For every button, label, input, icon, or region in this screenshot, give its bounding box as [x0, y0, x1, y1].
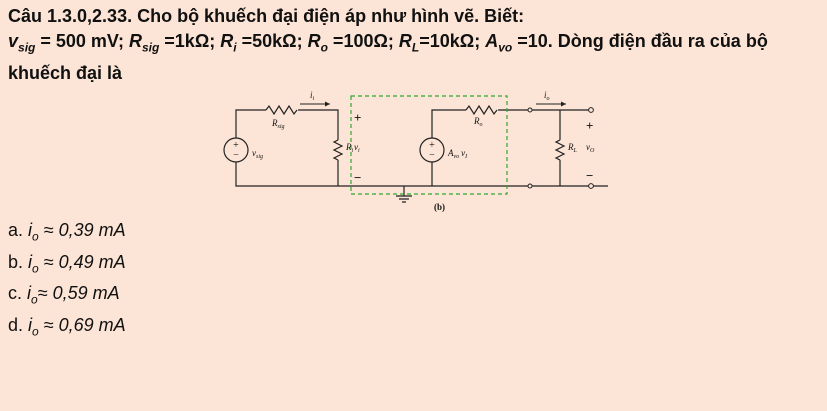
- resistor-rl: [554, 139, 566, 161]
- ground-symbol: [396, 186, 412, 203]
- source-vsig: [223, 137, 249, 163]
- svg-text:−: −: [429, 150, 435, 161]
- value-vsig: 500 mV: [55, 31, 118, 51]
- option-b[interactable]: b. io ≈ 0,49 mA: [8, 251, 126, 276]
- resistor-ro: [465, 104, 498, 116]
- wire-left-bottom: [235, 162, 608, 187]
- question-tail: . Dòng điện đầu ra của bộ khuếch đại là: [8, 31, 768, 83]
- label-v-i: vi: [354, 142, 360, 154]
- value-rl: 10kΩ: [429, 31, 475, 51]
- label-plus-input: +: [354, 110, 361, 125]
- label-r-o: Ro: [473, 116, 483, 128]
- label-v-sig: vsig: [252, 148, 263, 160]
- option-a[interactable]: a. io ≈ 0,39 mA: [8, 220, 126, 244]
- value-ro: 100Ω: [343, 31, 388, 51]
- option-d[interactable]: d. io ≈ 0,69 mA: [8, 314, 126, 339]
- svg-text:−: −: [233, 150, 239, 161]
- label-v-o: vO: [586, 142, 595, 154]
- figure-caption: (b): [434, 202, 445, 212]
- label-i-i: ii: [310, 90, 315, 102]
- value-rsig: 1kΩ: [174, 31, 210, 51]
- value-avo: 10: [527, 31, 548, 51]
- svg-text:+: +: [429, 140, 435, 151]
- label-r-i: Ri: [345, 142, 354, 154]
- label-minus-output: −: [586, 168, 593, 183]
- label-i-o: io: [544, 90, 550, 102]
- question-prefix: Câu 1.3.0,2.33.: [8, 6, 133, 26]
- amplifier-box: [350, 95, 508, 195]
- resistor-ri: [332, 139, 344, 161]
- label-r-sig: Rsig: [271, 118, 285, 130]
- label-r-l: RL: [567, 142, 578, 154]
- svg-text:+: +: [233, 140, 239, 151]
- wire-left: [235, 109, 266, 138]
- label-plus-output: +: [586, 118, 593, 133]
- answer-options: a. io ≈ 0,39 mA b. io ≈ 0,49 mA c. io≈ 0…: [8, 218, 126, 344]
- label-minus-input: −: [354, 170, 361, 185]
- question-text: Câu 1.3.0,2.33. Cho bộ khuếch đại điện á…: [8, 6, 768, 83]
- value-ri: 50kΩ: [252, 31, 297, 51]
- resistor-rsig: [265, 104, 298, 116]
- question-line1: Cho bộ khuếch đại điện áp như hình vẽ. B…: [132, 6, 525, 26]
- option-c[interactable]: c. io≈ 0,59 mA: [8, 283, 120, 307]
